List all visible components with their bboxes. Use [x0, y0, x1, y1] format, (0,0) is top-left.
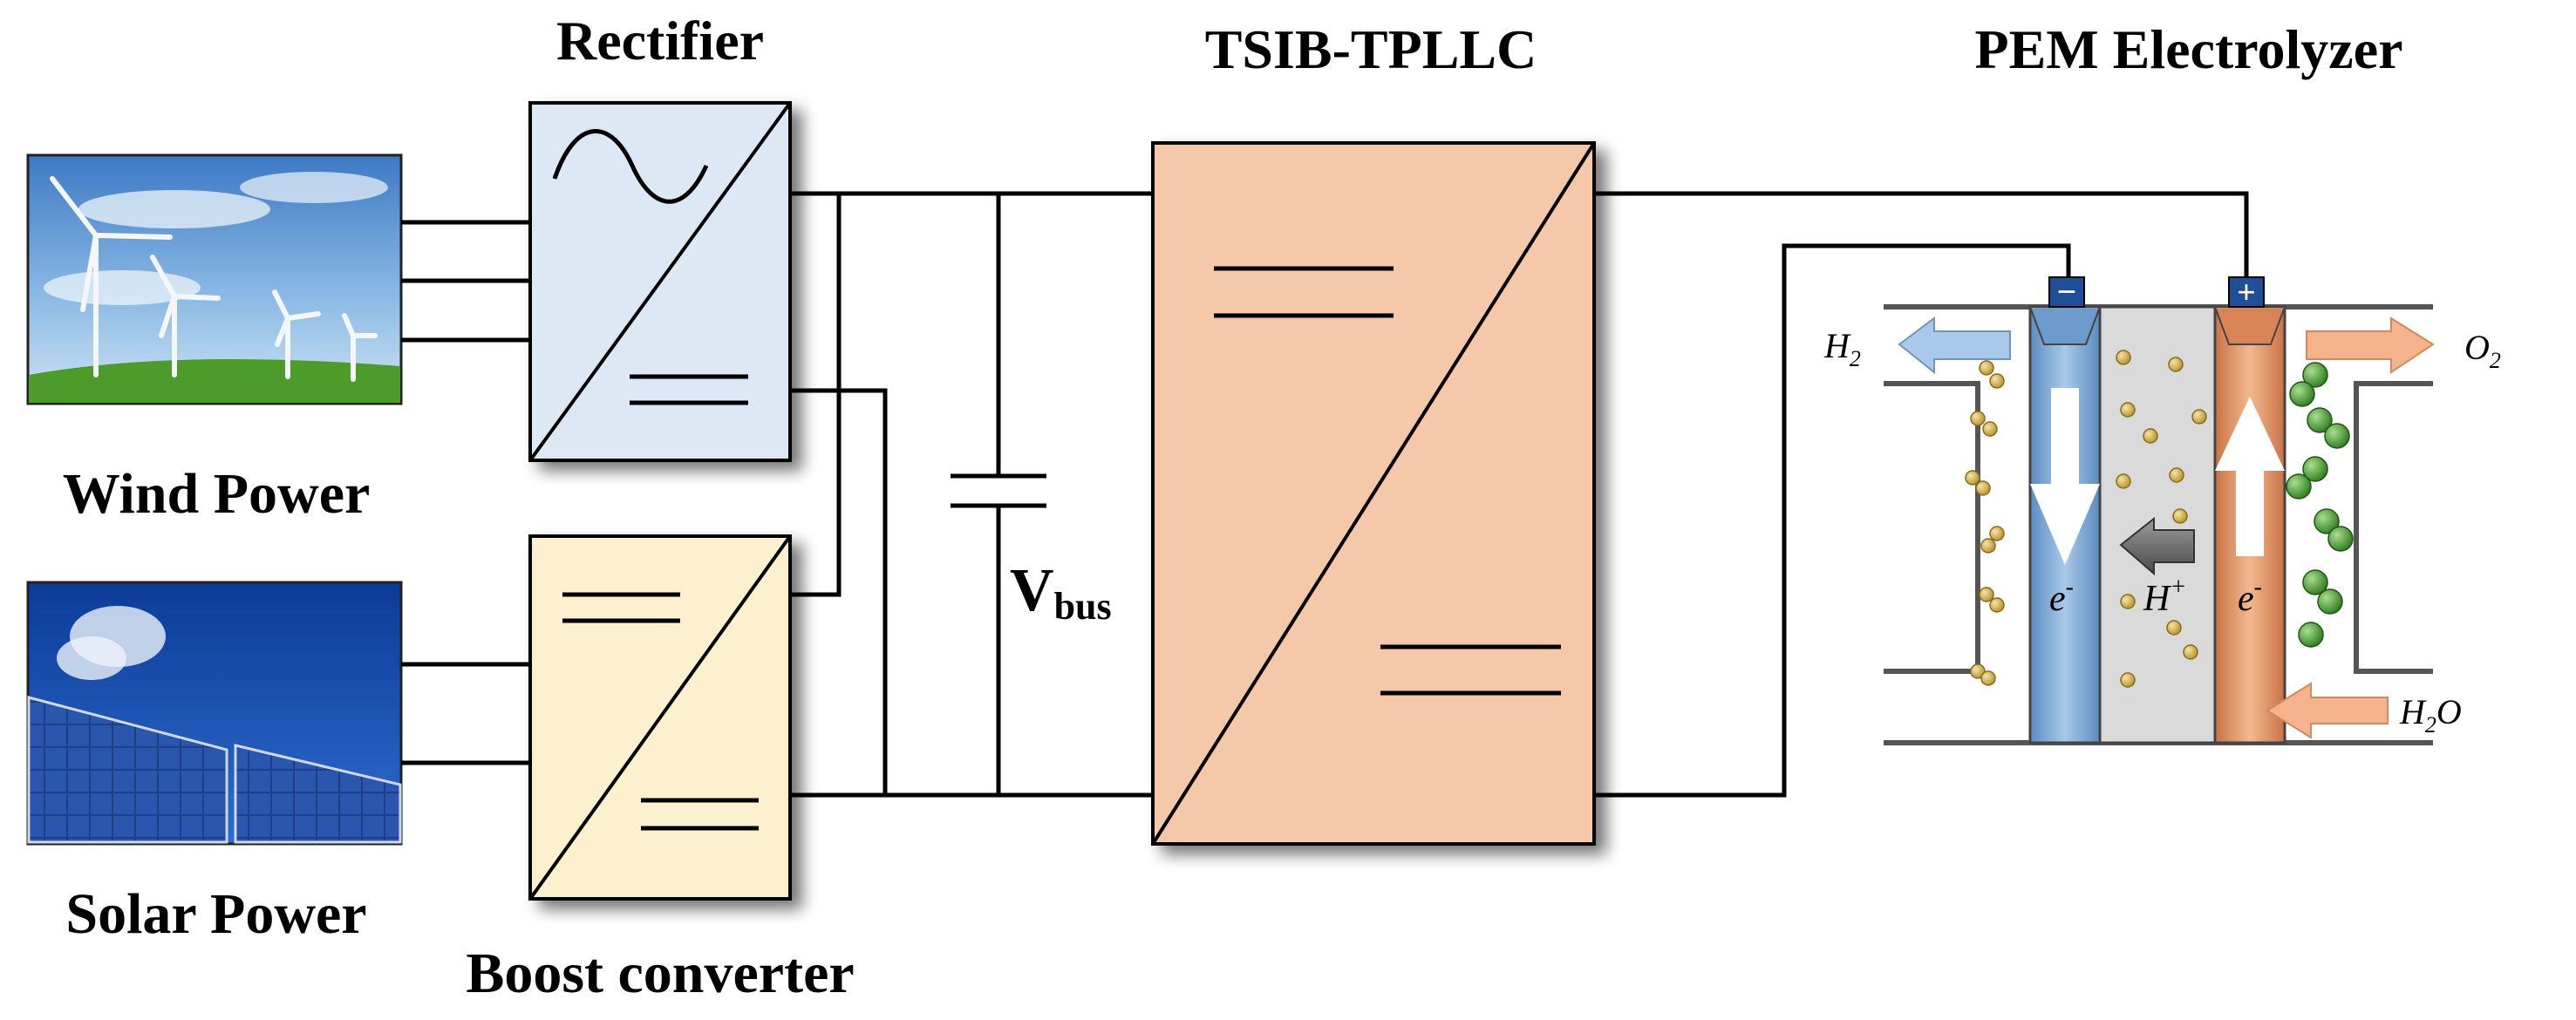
positive-terminal [2228, 276, 2265, 308]
boost-converter-label: Boost converter [466, 942, 854, 1005]
vbus-label: Vbus [1010, 557, 1112, 628]
h2-out-arrow [1898, 316, 2011, 375]
tsib-title: TSIB-TPLLC [1205, 18, 1537, 80]
h2o-label: H2O [2399, 692, 2462, 738]
hydrogen-particles [1965, 360, 2005, 686]
wiring [401, 191, 2249, 798]
oxygen-particles [2286, 362, 2354, 648]
negative-terminal [2048, 276, 2085, 308]
h2o-in-arrow [2266, 682, 2389, 739]
electron-down-arrow [2030, 388, 2100, 565]
pem-title: PEM Electrolyzer [1974, 18, 2402, 80]
o2-out-arrow [2306, 316, 2435, 374]
membrane-particles [2116, 350, 2207, 688]
h2-label: H2 [1823, 326, 1861, 371]
membrane [2098, 305, 2217, 745]
electron-up-arrow [2215, 397, 2285, 556]
solar-power-label: Solar Power [65, 882, 366, 946]
solar-panel-image [26, 581, 403, 846]
svg-text:−: − [2057, 272, 2077, 311]
rectifier-title: Rectifier [556, 10, 764, 71]
electron-left-label: e- [2049, 574, 2074, 619]
proton-arrow [2119, 516, 2195, 576]
electron-right-label: e- [2238, 574, 2262, 619]
o2-label: O2 [2464, 328, 2501, 373]
svg-text:+: + [2237, 275, 2256, 311]
proton-label: H+ [2143, 574, 2186, 619]
pem-electrolyzer-cell: − + [1823, 272, 2501, 745]
wind-power-label: Wind Power [63, 462, 371, 526]
ac-sine-symbol [552, 129, 709, 204]
wind-turbine-image [26, 153, 403, 405]
